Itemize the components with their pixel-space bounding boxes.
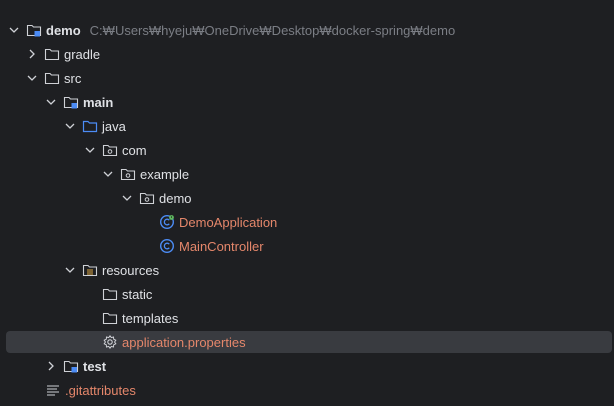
tree-item-label: static <box>122 286 153 302</box>
tree-item-label: .gitattributes <box>65 382 136 398</box>
project-path: C:₩Users₩hyeju₩OneDrive₩Desktop₩docker-s… <box>89 22 456 38</box>
selection-highlight <box>6 331 612 353</box>
chevron-down-icon[interactable] <box>64 264 76 276</box>
chevron-down-icon[interactable] <box>8 24 20 36</box>
module-folder-icon <box>26 22 42 38</box>
spring-boot-class-icon <box>159 214 175 230</box>
tree-item-label: MainController <box>179 238 264 254</box>
package-icon <box>102 142 118 158</box>
chevron-down-icon[interactable] <box>121 192 133 204</box>
tree-row-demo-application[interactable]: DemoApplication <box>0 210 614 234</box>
tree-row-templates[interactable]: templates <box>0 306 614 330</box>
chevron-down-icon[interactable] <box>102 168 114 180</box>
tree-row-resources[interactable]: resources <box>0 258 614 282</box>
chevron-down-icon[interactable] <box>64 120 76 132</box>
tree-row-static[interactable]: static <box>0 282 614 306</box>
chevron-right-icon[interactable] <box>26 48 38 60</box>
folder-icon <box>44 70 60 86</box>
tree-row-gitattributes[interactable]: .gitattributes <box>0 378 614 402</box>
tree-item-label: com <box>122 142 147 158</box>
class-icon <box>159 238 175 254</box>
tree-item-label: gradle <box>64 46 101 62</box>
tree-row-src[interactable]: src <box>0 66 614 90</box>
tree-row-main-controller[interactable]: MainController <box>0 234 614 258</box>
tree-item-label: demo <box>46 22 81 38</box>
tree-item-label: example <box>140 166 190 182</box>
folder-icon <box>102 310 118 326</box>
module-folder-icon <box>63 358 79 374</box>
tree-row-application-properties[interactable]: application.properties <box>0 330 614 354</box>
tree-item-label: main <box>83 94 114 110</box>
tree-row-example[interactable]: example <box>0 162 614 186</box>
gear-icon <box>102 334 118 350</box>
chevron-down-icon[interactable] <box>45 96 57 108</box>
folder-icon <box>44 46 60 62</box>
tree-row-demo-root[interactable]: demo C:₩Users₩hyeju₩OneDrive₩Desktop₩doc… <box>0 18 614 42</box>
resources-folder-icon <box>82 262 98 278</box>
tree-item-label: src <box>64 70 82 86</box>
tree-row-main[interactable]: main <box>0 90 614 114</box>
tree-row-gradle[interactable]: gradle <box>0 42 614 66</box>
tree-item-label: demo <box>159 190 192 206</box>
tree-item-label: resources <box>102 262 160 278</box>
tree-row-java[interactable]: java <box>0 114 614 138</box>
module-folder-icon <box>63 94 79 110</box>
chevron-right-icon[interactable] <box>45 360 57 372</box>
text-file-icon <box>45 382 61 398</box>
tree-row-com[interactable]: com <box>0 138 614 162</box>
chevron-down-icon[interactable] <box>26 72 38 84</box>
package-icon <box>120 166 136 182</box>
tree-item-label: application.properties <box>122 334 246 350</box>
package-icon <box>139 190 155 206</box>
source-folder-icon <box>82 118 98 134</box>
chevron-down-icon[interactable] <box>84 144 96 156</box>
tree-row-test[interactable]: test <box>0 354 614 378</box>
tree-row-demo-package[interactable]: demo <box>0 186 614 210</box>
tree-item-label: DemoApplication <box>179 214 278 230</box>
tree-item-label: java <box>102 118 126 134</box>
folder-icon <box>102 286 118 302</box>
tree-item-label: templates <box>122 310 179 326</box>
tree-item-label: test <box>83 358 107 374</box>
